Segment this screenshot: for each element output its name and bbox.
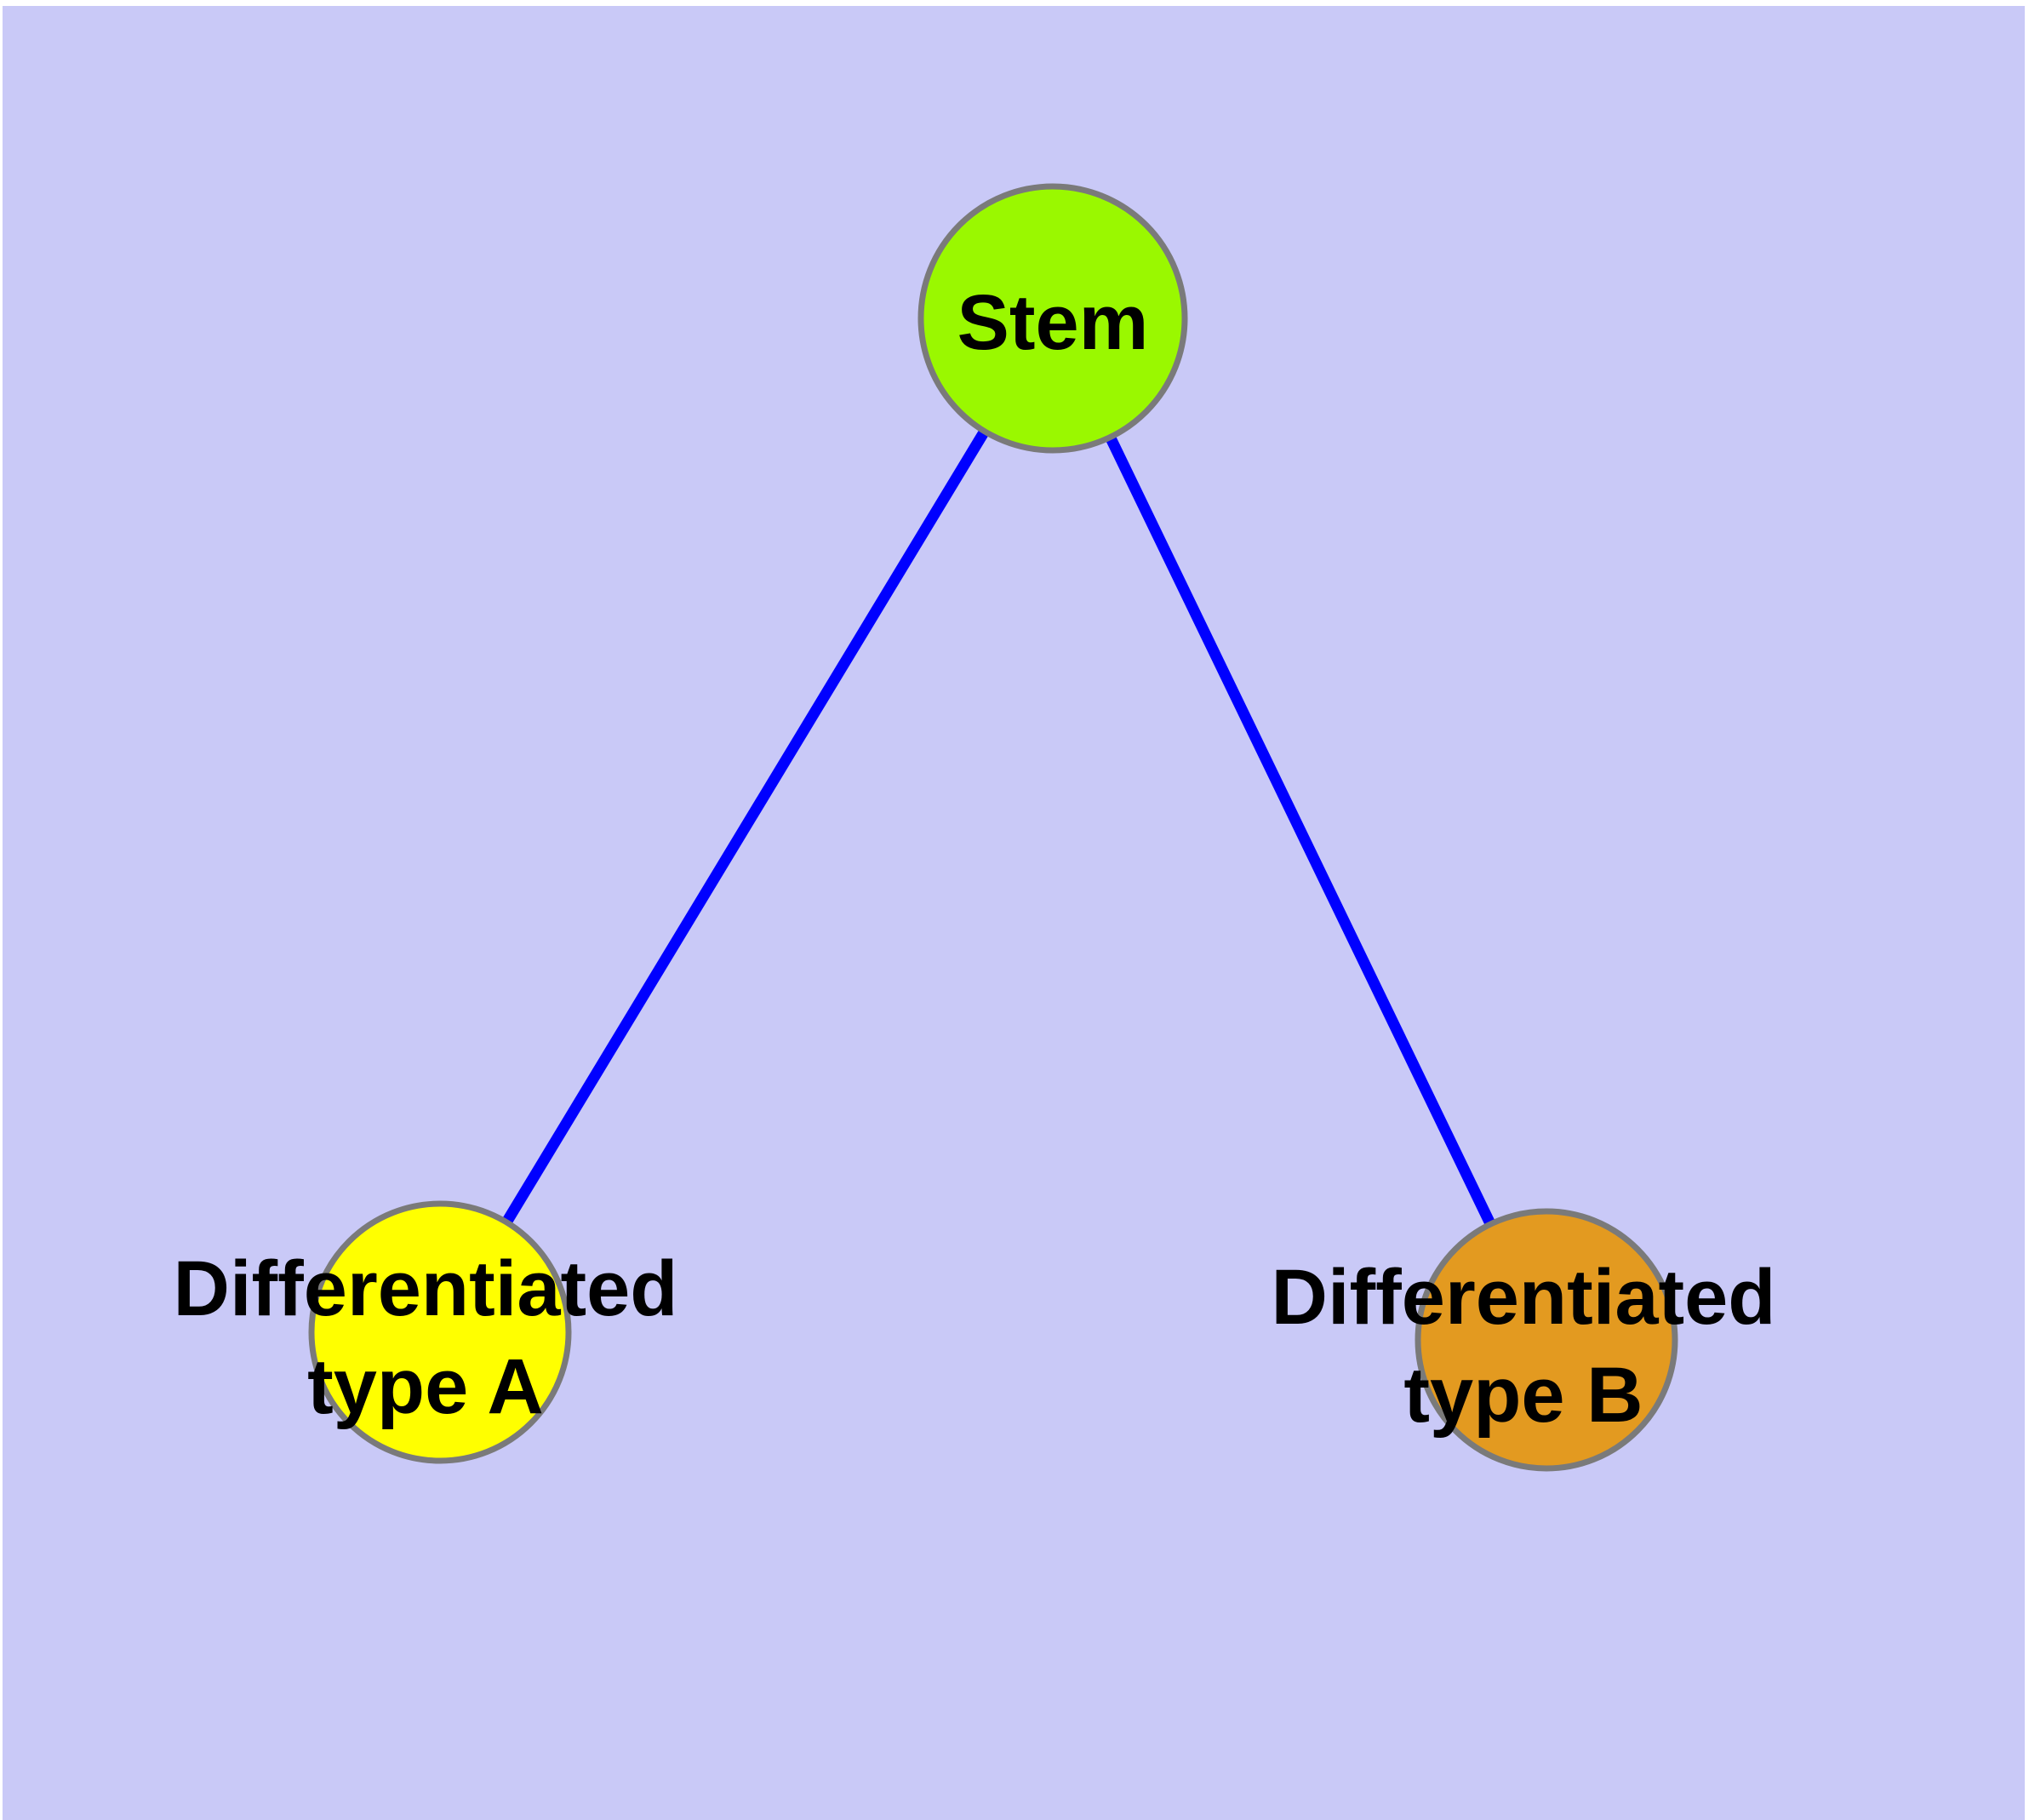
node-type-b-circle xyxy=(1415,1208,1678,1472)
node-type-a-circle xyxy=(308,1200,572,1464)
node-type-a-label-line1: Differentiated xyxy=(174,1245,678,1332)
node-type-b-label-line1: Differentiated xyxy=(1272,1254,1776,1341)
node-type-a-label-line2: type A xyxy=(307,1343,544,1430)
node-stem-label: Stem xyxy=(957,279,1149,366)
edge-stem-to-type-a xyxy=(435,315,1058,1336)
node-stem-circle xyxy=(917,183,1188,454)
node-type-b-label-line2: type B xyxy=(1403,1352,1643,1439)
edge-stem-to-type-b xyxy=(1048,316,1552,1342)
